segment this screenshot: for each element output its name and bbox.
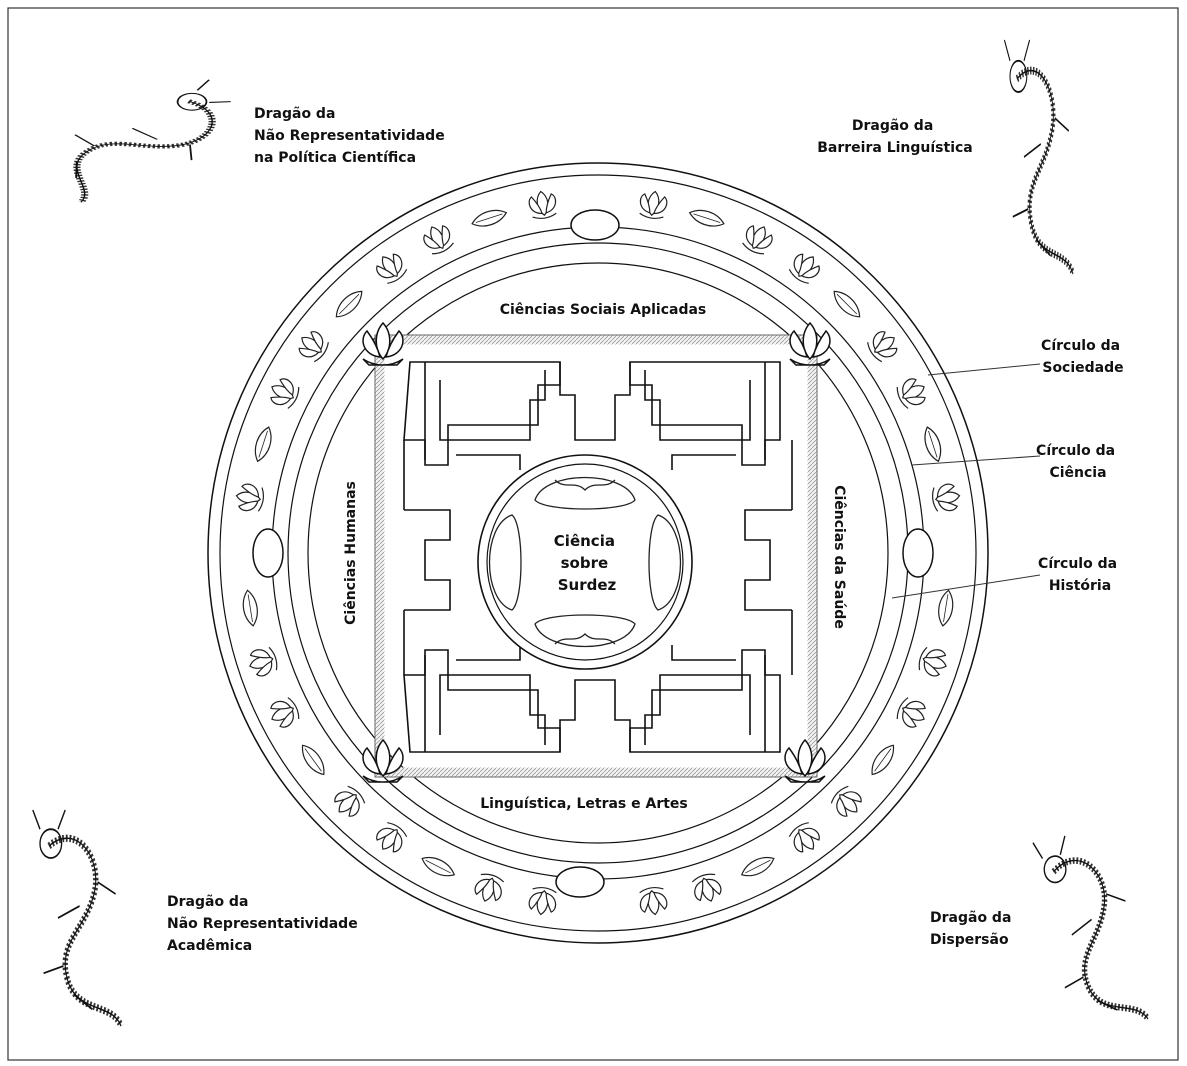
lotus-ornament: [638, 886, 668, 917]
dragon-top-left-label: Dragão da Não Representatividade na Polí…: [254, 106, 450, 166]
circle-historia-label: Círculo da História: [1038, 556, 1122, 594]
dragon-bottom-right-label: Dragão da Dispersão: [930, 910, 1016, 948]
leaf-ornament: [251, 425, 275, 463]
lotus-ornament: [828, 783, 866, 821]
corner-lotus-tr: [790, 323, 830, 365]
area-bottom-label: Linguística, Letras e Artes: [480, 796, 688, 812]
lotus-ornament: [528, 189, 558, 220]
lotus-ornament: [740, 221, 776, 257]
lotus-ornament: [246, 645, 280, 679]
lotus-ornament: [372, 819, 409, 856]
circle-sociedade-label: Círculo da Sociedade: [1041, 338, 1125, 376]
lotus-ornament: [372, 249, 409, 286]
lotus-ornament: [420, 221, 456, 257]
lotus-ornament: [472, 871, 506, 905]
area-left-label: Ciências Humanas: [343, 481, 359, 625]
leaf-ornament: [829, 287, 864, 322]
dragon-bottom-left-label: Dragão da Não Representatividade Acadêmi…: [167, 894, 363, 954]
lotus-ornament: [787, 819, 824, 856]
lotus-ornament: [266, 695, 302, 731]
lotus-ornament: [330, 783, 368, 821]
leaf-ornament: [297, 741, 329, 778]
lotus-ornament: [787, 249, 824, 286]
leader-sociedade: [928, 364, 1040, 375]
lotus-ornament: [864, 327, 901, 364]
oval-left: [253, 529, 283, 577]
leader-historia: [892, 575, 1040, 598]
oval-bottom: [556, 867, 604, 897]
leaf-ornament: [470, 206, 508, 230]
leaf-ornament: [419, 852, 457, 880]
leaf-ornament: [332, 287, 367, 322]
lotus-ornament: [894, 375, 930, 411]
leaf-ornament: [739, 852, 777, 880]
lotus-ornament: [894, 695, 930, 731]
leaf-ornament: [241, 589, 260, 627]
lotus-ornament: [638, 189, 668, 220]
corner-lotus-tl: [363, 323, 403, 365]
dragon-bottom-left-image: [33, 810, 121, 1026]
leaf-ornament: [867, 741, 899, 778]
dragon-top-left-image: [22, 80, 268, 202]
lotus-ornament: [294, 327, 331, 364]
circle-ciencia-label: Círculo da Ciência: [1036, 443, 1120, 481]
leaf-ornament: [936, 589, 955, 627]
oval-right: [903, 529, 933, 577]
center-label: Ciência sobre Surdez: [554, 532, 620, 594]
dragon-top-right-label: Dragão da Barreira Linguística: [817, 118, 973, 156]
lotus-ornament: [690, 871, 724, 905]
dragon-bottom-right-image: [1033, 824, 1148, 1038]
lotus-ornament: [528, 886, 558, 917]
lotus-ornament: [266, 375, 302, 411]
leaf-ornament: [688, 206, 726, 230]
oval-top: [571, 210, 619, 240]
lotus-ornament: [234, 483, 265, 513]
area-right-label: Ciências da Saúde: [831, 485, 847, 629]
area-top-label: Ciências Sociais Aplicadas: [500, 302, 707, 318]
lotus-ornament: [931, 483, 962, 513]
leaf-ornament: [921, 425, 945, 463]
lotus-ornament: [916, 645, 950, 679]
dragon-top-right-image: [1004, 40, 1073, 274]
